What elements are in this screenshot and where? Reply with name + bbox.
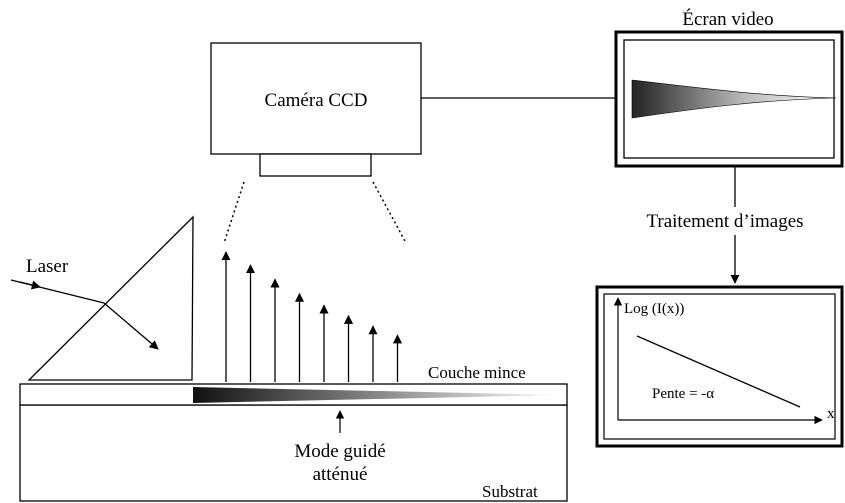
thin-layer-label: Couche mince [428, 363, 526, 382]
camera-body [210, 42, 422, 155]
camera-label: Caméra CCD [265, 90, 368, 111]
laser-beam-refracted [103, 302, 159, 350]
processing-label-bg [628, 207, 828, 235]
slope-line [636, 335, 801, 408]
ccd-camera: Caméra CCD [210, 42, 422, 177]
substrate-block [19, 404, 568, 502]
mode-label-line1: Mode guidé [294, 441, 385, 462]
video-screen: Écran video [614, 8, 844, 168]
scattered-light-arrows [221, 251, 403, 382]
laser-coupling: Laser [10, 215, 194, 381]
substrate-label: Substrat [482, 482, 538, 501]
processing-label: Traitement d’images [646, 211, 803, 232]
mode-label-line2: atténué [313, 464, 368, 485]
field-of-view-left [223, 181, 245, 244]
slope-label: Pente = -α [652, 386, 714, 402]
coupling-prism [27, 215, 194, 381]
field-of-view-right [372, 181, 407, 244]
screen-title: Écran video [682, 8, 773, 30]
waveguide-sample: Couche mince Substrat Mode guidé atténué [19, 363, 568, 502]
plot-inner-frame [603, 293, 836, 440]
guided-mode-intensity [193, 387, 564, 403]
plot-x-label: x [827, 406, 835, 422]
camera-lens [259, 153, 372, 177]
plot-y-label: Log (I(x)) [624, 301, 684, 317]
log-plot: Log (I(x)) x Pente = -α [595, 285, 844, 448]
laser-beam-arrow [19, 280, 41, 290]
laser-label: Laser [26, 256, 69, 277]
screen-signal-trace [631, 79, 837, 119]
